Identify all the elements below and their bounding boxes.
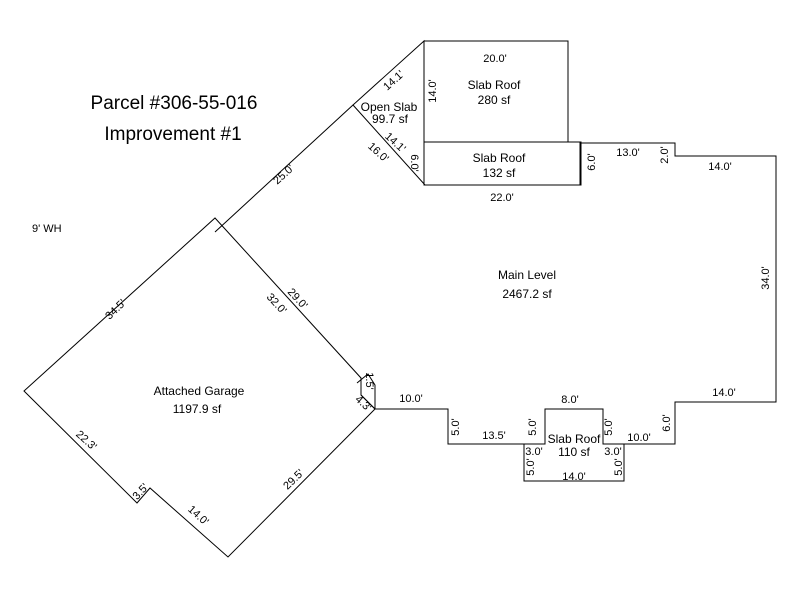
- slab-roof-mid-area: 132 sf: [483, 166, 516, 180]
- dim-label: 10.0': [627, 432, 651, 444]
- slab-roof-bottom-area: 110 sf: [558, 445, 590, 459]
- dim-label: 14.0': [708, 161, 732, 173]
- dim-label: 3.0': [525, 446, 542, 458]
- slab-roof-bottom-name: Slab Roof: [548, 432, 601, 446]
- dim-label: 5.0': [613, 458, 625, 475]
- dim-label: 34.5': [103, 297, 128, 322]
- dim-label: 3.0': [604, 446, 621, 458]
- dim-label: 10.0': [399, 393, 423, 405]
- slab-roof-top-name: Slab Roof: [468, 78, 521, 92]
- dim-label: 6.0': [408, 154, 420, 171]
- garage-jog-line: [356, 373, 376, 409]
- garage-name: Attached Garage: [154, 384, 245, 398]
- main-level-name: Main Level: [498, 268, 556, 282]
- dim-label: 14.0': [427, 79, 439, 103]
- dim-label: 14.0': [185, 503, 211, 528]
- dim-label: 5.0': [603, 418, 615, 435]
- dim-label: 25.0': [271, 162, 297, 187]
- open-slab-name: Open Slab: [361, 100, 418, 114]
- open-slab-outline: [352, 39, 425, 185]
- dim-label: 13.0': [616, 147, 640, 159]
- dim-label: 22.0': [490, 192, 514, 204]
- dim-label: 14.0': [712, 387, 736, 399]
- slab-roof-top-area: 280 sf: [478, 93, 511, 107]
- dim-label: 14.0': [562, 471, 586, 483]
- dim-label: 2.0': [659, 146, 671, 163]
- slab-roof-bottom-outline: [523, 444, 625, 482]
- dim-label: 5.0': [527, 418, 539, 435]
- dim-label: 8.0': [561, 394, 578, 406]
- dim-label: 4.3': [353, 393, 374, 414]
- parcel-title: Parcel #306-55-016: [91, 93, 258, 114]
- dim-label: 13.5': [482, 430, 506, 442]
- dim-label: 14.1': [381, 68, 407, 93]
- dim-label: 5.0': [450, 418, 462, 435]
- dim-label: 29.5': [281, 467, 306, 492]
- wall-height-note: 9' WH: [32, 223, 62, 235]
- improvement-title: Improvement #1: [104, 124, 241, 145]
- dim-label: 20.0': [483, 53, 507, 65]
- dim-label: 34.0': [760, 266, 772, 290]
- garage-area: 1197.9 sf: [173, 402, 222, 416]
- dim-label: 5.0': [525, 458, 537, 475]
- dim-label: 1.5': [363, 372, 375, 389]
- open-slab-area: 99.7 sf: [372, 112, 409, 126]
- dim-label: 22.3': [73, 428, 99, 453]
- dim-label: 6.0': [586, 153, 598, 170]
- dim-label: 16.0': [365, 140, 391, 165]
- main-level-area: 2467.2 sf: [502, 287, 552, 301]
- attached-garage-outline: [23, 217, 376, 558]
- slab-roof-mid-name: Slab Roof: [473, 151, 526, 165]
- dim-label: 6.0': [661, 414, 673, 431]
